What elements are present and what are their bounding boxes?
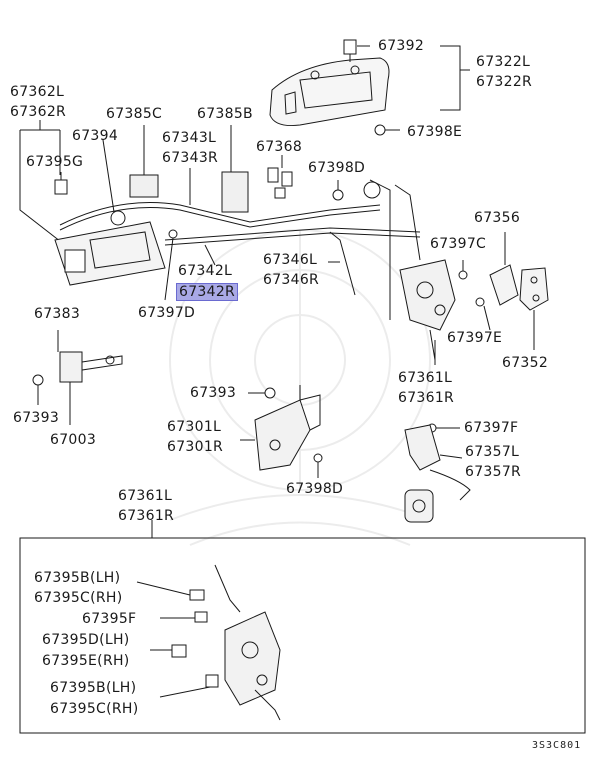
pad-67385b [221,125,249,213]
pad-67385c [129,125,159,198]
door-check-67003 [57,330,123,425]
plate-67352 [519,267,549,350]
label-67397d: 67397D [138,305,196,321]
label-67322: 67322L 67322R [476,54,533,90]
label-67356: 67356 [474,210,521,226]
label-67342l: 67342L [178,263,233,279]
clip-67392 [343,39,357,62]
bolt-67398d-bottom [313,453,323,478]
label-67395c-rh-1: 67395C(RH) [34,590,123,606]
clip-67395g [54,172,68,195]
screw-67397e [475,297,491,331]
label-67395d-lh: 67395D(LH) [42,632,130,648]
label-67343: 67343L 67343R [162,130,219,166]
clip-67395b-c-lower [159,674,219,698]
clip-67395b-c-upper [136,581,205,601]
clip-67395f [160,611,208,623]
label-67398d-top: 67398D [308,160,366,176]
label-67003: 67003 [50,432,97,448]
label-67398e: 67398E [407,124,463,140]
label-67397c: 67397C [430,236,487,252]
rod-67346 [328,231,356,296]
clips-67368 [267,155,293,199]
inside-door-handle [54,221,166,286]
bolt-67398d-top [332,180,344,201]
label-67368: 67368 [256,139,303,155]
screw-67397f [427,423,460,433]
label-67361-top: 67361L 67361R [398,370,455,406]
diagram-code: 3S3C801 [532,740,582,751]
bolt-67398e [374,124,400,136]
actuator-67357 [404,424,471,523]
clip-67395d-e [150,644,187,658]
label-67395g: 67395G [26,154,84,170]
label-67393-left: 67393 [13,410,60,426]
label-67394: 67394 [72,128,119,144]
screw-67397c [458,260,468,280]
label-67342r-highlighted[interactable]: 67342R [176,283,239,301]
bolt-67393-mid [248,387,276,399]
label-67357: 67357L 67357R [465,444,522,480]
label-67395b-lh-2: 67395B(LH) [50,680,137,696]
inset-box [19,537,586,734]
bolt-67393-left [32,374,44,405]
label-67392: 67392 [378,38,425,54]
label-67346: 67346L 67346R [263,252,320,288]
label-67361-bottom: 67361L 67361R [118,488,175,524]
door-lock-67361-top [399,259,456,361]
label-67301: 67301L 67301R [167,419,224,455]
outside-door-handle [269,57,390,126]
label-67383: 67383 [34,306,81,322]
label-67393-mid: 67393 [190,385,237,401]
label-67362: 67362L 67362R [10,84,67,120]
rod-67343 [59,168,381,231]
label-67395f: 67395F [82,611,137,627]
label-67395e-rh: 67395E(RH) [42,653,130,669]
grommet-67394 [102,139,126,226]
label-67395b-lh-1: 67395B(LH) [34,570,121,586]
label-67398d-bottom: 67398D [286,481,344,497]
label-67395c-rh-2: 67395C(RH) [50,701,139,717]
label-67352: 67352 [502,355,549,371]
label-67385c: 67385C [106,106,163,122]
door-lock-67361-inset [214,564,281,721]
label-67385b: 67385B [197,106,253,122]
striker-67356 [489,232,519,306]
screw-67397d [164,229,178,301]
label-67397f: 67397F [464,420,519,436]
inside-lock-67301 [240,385,321,471]
label-67397e: 67397E [447,330,503,346]
